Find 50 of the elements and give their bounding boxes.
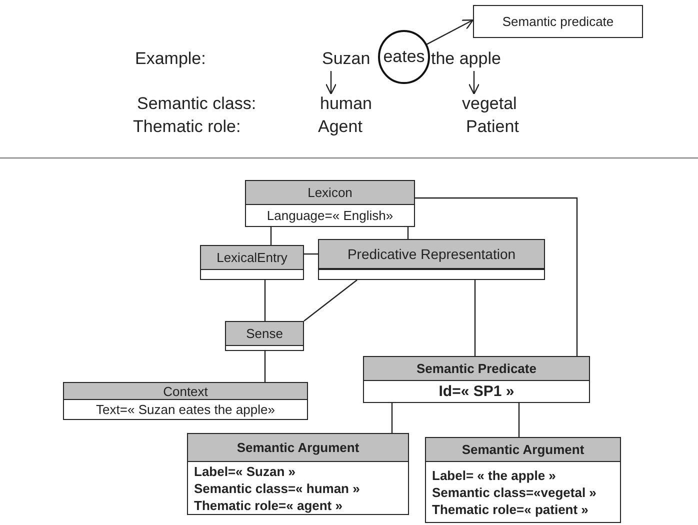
class-box <box>63 382 308 420</box>
class-name: Semantic Argument <box>426 438 620 462</box>
attribute-text: Label= « the apple » <box>432 466 556 484</box>
class-box <box>318 239 545 280</box>
arrow <box>468 71 480 95</box>
attribute-text: Id=« SP1 » <box>438 383 514 400</box>
attribute-text: Text=« Suzan eates the apple» <box>96 402 275 417</box>
class-box <box>363 356 590 403</box>
class-box <box>225 321 304 351</box>
word: eates <box>383 47 425 67</box>
arrow <box>426 19 474 46</box>
class-name: Sense <box>226 322 303 346</box>
class-box <box>200 245 304 280</box>
connector-line <box>391 403 393 433</box>
connector-line <box>264 351 266 382</box>
connector-line <box>474 280 476 356</box>
class-box <box>425 437 621 523</box>
connector-line <box>407 227 409 239</box>
word: human <box>320 94 382 114</box>
class-name: Predicative Representation <box>319 240 544 269</box>
connector-line <box>264 280 266 321</box>
attribute-text: Language=« English» <box>266 208 394 223</box>
attribute-text: Label=« Suzan » <box>194 462 296 480</box>
circled-word <box>379 31 429 83</box>
attribute-text: Thematic role=« agent » <box>194 496 342 514</box>
arrow <box>325 71 337 95</box>
class-name: Lexicon <box>246 181 414 205</box>
connector-line <box>518 403 520 437</box>
connector-line <box>304 280 358 322</box>
class-box <box>187 433 409 515</box>
attribute-text: Thematic role=« patient » <box>432 500 588 518</box>
class-box <box>245 180 415 227</box>
class-name: Semantic Predicate <box>364 357 589 381</box>
class-name: LexicalEntry <box>201 246 303 270</box>
connector-line <box>415 197 578 356</box>
attribute-text: Semantic class=« human » <box>194 480 360 496</box>
connector-line <box>270 227 272 245</box>
attribute-text: Semantic class=«vegetal » <box>432 484 596 500</box>
row-label: Agent <box>318 117 362 137</box>
word: vegetal <box>462 94 524 114</box>
row-label: Thematic role: <box>133 117 241 137</box>
word: the apple <box>431 49 511 69</box>
row-label: Semantic class: <box>137 94 256 114</box>
connector-line <box>304 253 318 255</box>
label-box: Semantic predicate <box>473 5 643 38</box>
word: Suzan <box>322 49 372 69</box>
example-label: Example: <box>135 49 206 69</box>
row-label: Patient <box>466 117 519 137</box>
class-name: Semantic Argument <box>188 434 408 462</box>
class-name: Context <box>64 383 307 400</box>
